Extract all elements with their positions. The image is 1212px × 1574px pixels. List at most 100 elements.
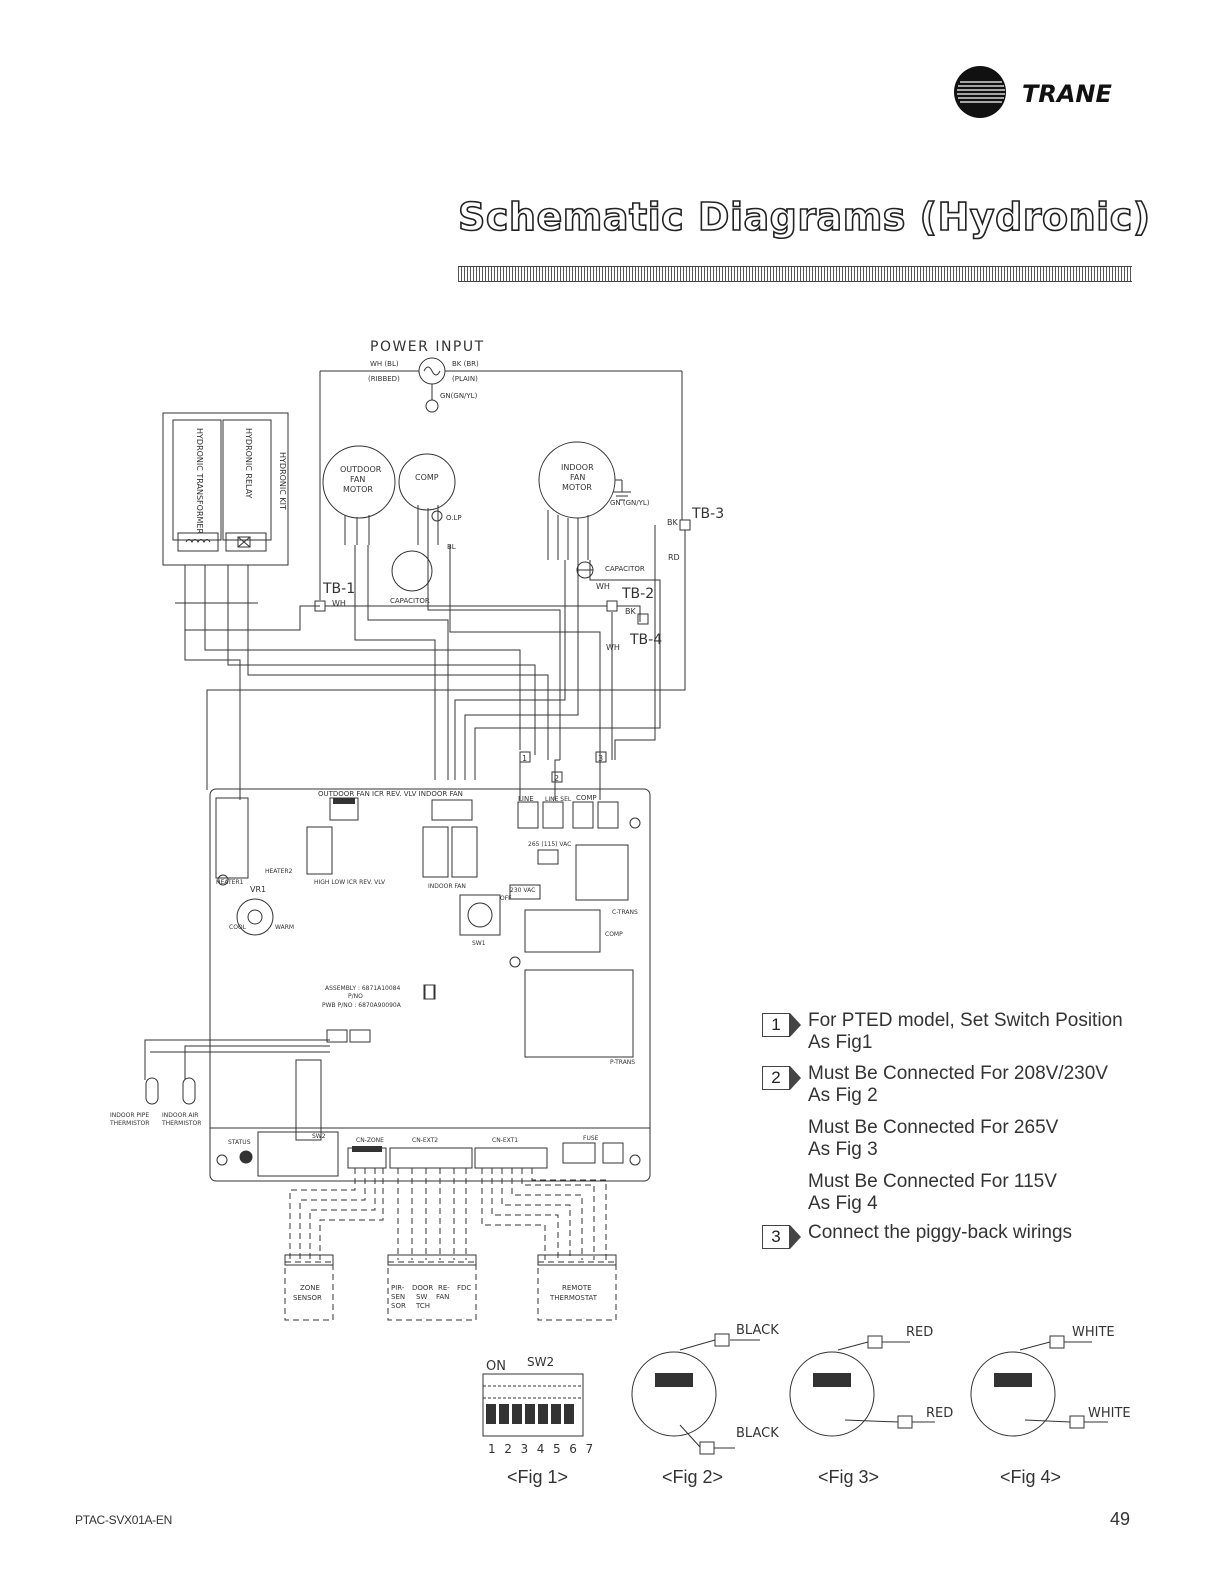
note-3-line1: Connect the piggy-back wirings <box>808 1222 1073 1243</box>
sw2-board-label: SW2 <box>312 1133 326 1140</box>
callout-2-wire: 2 <box>554 774 559 783</box>
indoor-fan-motor-line2: FAN <box>570 473 585 482</box>
outdoor-fan-motor-line2: FAN <box>350 475 365 484</box>
fig3-wire-top: RED <box>906 1325 933 1340</box>
note-2-marker: 2 <box>762 1066 801 1090</box>
relay-labels: HIGH LOW ICR REV. VLV <box>314 879 386 886</box>
note-2b: Must Be Connected For 265V As Fig 3 <box>808 1117 1138 1161</box>
bl-label-comp: BL <box>447 543 456 551</box>
wh-label-tb1: WH <box>332 599 346 608</box>
bk-br-label: BK (BR) <box>452 360 479 368</box>
fig1-sw2-label: SW2 <box>527 1355 554 1369</box>
indoor-air-thermistor-line1: INDOOR AIR <box>162 1112 198 1119</box>
off-label: OFF <box>500 895 512 902</box>
gn-label: GN(GN/YL) <box>440 392 478 400</box>
callout-1-wire: 1 <box>522 754 527 763</box>
warm-label: WARM <box>275 924 294 931</box>
callout-3-wire: 3 <box>598 754 603 763</box>
door-switch-line3: TCH <box>415 1302 430 1310</box>
tb4-label: TB-4 <box>629 632 662 648</box>
rd-label-tb3: RD <box>668 553 680 562</box>
note-2b-line2: As Fig 3 <box>808 1139 878 1160</box>
bk-label-tb3: BK <box>667 518 678 527</box>
fig1-label: <Fig 1> <box>507 1467 569 1487</box>
hydronic-kit-label: HYDRONIC KIT <box>278 452 287 510</box>
p-trans-label: P-TRANS <box>610 1059 635 1066</box>
door-switch-line1: DOOR <box>412 1284 433 1292</box>
ribbed-label: (RIBBED) <box>368 375 400 383</box>
indoor-pipe-thermistor-line1: INDOOR PIPE <box>110 1112 149 1119</box>
heater2-label: HEATER2 <box>265 868 293 875</box>
assembly-label: ASSEMBLY : 6871A10084 <box>325 985 400 992</box>
fig2-label: <Fig 2> <box>662 1467 724 1487</box>
fig3-wire-bottom: RED <box>926 1406 953 1421</box>
fig3-label: <Fig 3> <box>818 1467 880 1487</box>
wh-label-tb2: WH <box>596 582 610 591</box>
fig2-wire-top: BLACK <box>736 1323 779 1338</box>
page-title: Schematic Diagrams (Hydronic) <box>457 194 1151 240</box>
note-3: Connect the piggy-back wirings <box>808 1222 1138 1244</box>
hydronic-transformer-label: HYDRONIC TRANSFORMER <box>195 428 204 534</box>
note-1-line1: For PTED model, Set Switch Position <box>808 1010 1123 1031</box>
pwb-label: PWB P/NO : 6870A90090A <box>322 1002 402 1009</box>
comp-label: COMP <box>415 473 439 482</box>
wh-bl-label: WH (BL) <box>370 360 399 368</box>
note-2b-line1: Must Be Connected For 265V <box>808 1117 1059 1138</box>
note-2-line1: Must Be Connected For 208V/230V <box>808 1063 1108 1084</box>
note-1-line2: As Fig1 <box>808 1032 873 1053</box>
bk-label-tb2: BK <box>625 607 636 616</box>
plain-label: (PLAIN) <box>452 375 478 383</box>
comp-relay-label: COMP <box>605 931 623 938</box>
indoor-air-thermistor-line2: THERMISTOR <box>161 1120 201 1127</box>
cn-zone-label: CN-ZONE <box>356 1137 384 1144</box>
cn-ext2-label: CN-EXT2 <box>412 1137 438 1144</box>
pir-sensor-line2: SEN <box>391 1293 405 1301</box>
note-2: Must Be Connected For 208V/230V As Fig 2 <box>808 1063 1138 1107</box>
doc-id: PTAC-SVX01A-EN <box>75 1513 172 1527</box>
line-label: LINE <box>518 795 534 803</box>
tb1-label: TB-1 <box>322 581 355 597</box>
vac230-label: 230 VAC <box>510 887 535 894</box>
fig1-numbers: 1 2 3 4 5 6 7 <box>488 1442 596 1456</box>
hydronic-relay-label: HYDRONIC RELAY <box>244 428 253 498</box>
sw1-label: SW1 <box>472 940 486 947</box>
tb2-label: TB-2 <box>621 586 654 602</box>
re-fan-line2: FAN <box>436 1293 449 1301</box>
outdoor-fan-motor-line1: OUTDOOR <box>340 465 382 474</box>
vac265-label: 265 (115) VAC <box>528 841 571 848</box>
door-switch-line2: SW <box>416 1293 427 1301</box>
indoor-pipe-thermistor-line2: THERMISTOR <box>109 1120 149 1127</box>
fdc-label: FDC <box>457 1284 471 1292</box>
indoor-fan-motor-line1: INDOOR <box>561 463 594 472</box>
remote-thermostat-line1: REMOTE <box>562 1284 592 1292</box>
page-number: 49 <box>1110 1509 1131 1529</box>
title-rule <box>458 266 1132 282</box>
re-fan-line1: RE- <box>438 1284 450 1292</box>
outdoor-fan-motor-line3: MOTOR <box>343 485 373 494</box>
board-top-label: OUTDOOR FAN ICR REV. VLV INDOOR FAN <box>318 790 463 798</box>
heater1-label: HEATER1 <box>216 879 244 886</box>
zone-sensor-line1: ZONE <box>300 1284 320 1292</box>
note-2c: Must Be Connected For 115V As Fig 4 <box>808 1171 1138 1215</box>
note-3-marker: 3 <box>762 1225 801 1249</box>
c-trans-label: C-TRANS <box>612 909 638 916</box>
fig4-wire-bottom: WHITE <box>1088 1406 1131 1421</box>
cool-label: COOL <box>229 924 247 931</box>
vr1-label: VR1 <box>250 885 266 894</box>
pir-sensor-line3: SOR <box>391 1302 406 1310</box>
fuse-label: FUSE <box>583 1135 599 1142</box>
fig2-wire-bottom: BLACK <box>736 1426 779 1441</box>
comp-conn-label: COMP <box>576 794 597 802</box>
capacitor-comp-label: CAPACITOR <box>390 597 430 605</box>
pir-sensor-line1: PIR- <box>391 1284 405 1292</box>
note-1: For PTED model, Set Switch Position As F… <box>808 1010 1138 1054</box>
capacitor-fan-label: CAPACITOR <box>605 565 645 573</box>
remote-thermostat-line2: THERMOSTAT <box>549 1294 598 1302</box>
fig4-label: <Fig 4> <box>1000 1467 1062 1487</box>
indoor-fan-motor-line3: MOTOR <box>562 483 592 492</box>
fig4-wire-top: WHITE <box>1072 1325 1115 1340</box>
note-2c-line2: As Fig 4 <box>808 1193 878 1214</box>
olp-label: O.LP <box>446 514 462 522</box>
zone-sensor-line2: SENSOR <box>293 1294 322 1302</box>
